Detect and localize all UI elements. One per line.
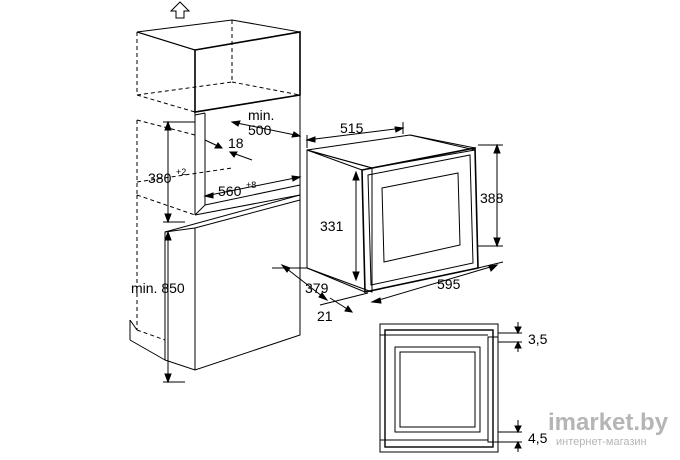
up-arrow-icon [169, 1, 191, 19]
label-560-tolerance: +8 [246, 180, 256, 190]
cabinet [129, 19, 301, 371]
oven-dimension-lines [272, 122, 504, 313]
label-380-tolerance: +2 [176, 167, 186, 177]
label-4-5: 4,5 [528, 430, 548, 446]
section-dimension-lines [498, 322, 522, 452]
cabinet-dimension-lines [163, 120, 302, 384]
label-331: 331 [320, 218, 344, 234]
label-515: 515 [340, 120, 364, 136]
label-21: 21 [317, 308, 333, 324]
label-379: 379 [305, 280, 329, 296]
label-min-500-line1: min. [248, 107, 274, 123]
label-18: 18 [228, 135, 244, 151]
label-388: 388 [480, 190, 504, 206]
label-595: 595 [437, 276, 461, 292]
oven-perspective [306, 134, 479, 293]
watermark-tagline: интернет-магазин [556, 436, 647, 448]
oven-section [379, 323, 499, 453]
label-380: 380 [148, 170, 172, 186]
label-min-500-line2: 500 [248, 122, 272, 138]
label-3-5: 3,5 [528, 331, 548, 347]
label-560: 560 [218, 183, 242, 199]
watermark-brand: imarket.by [548, 409, 669, 436]
label-min-850: min. 850 [131, 280, 185, 296]
